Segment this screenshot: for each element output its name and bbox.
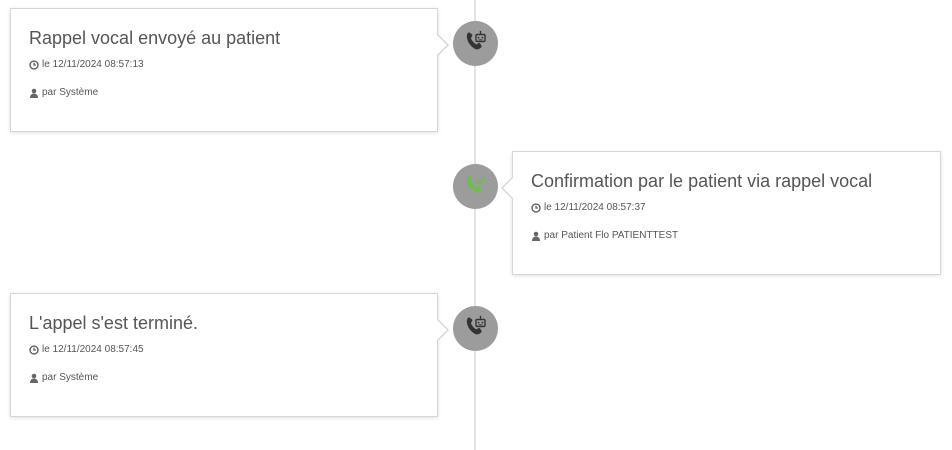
user-icon <box>531 231 541 241</box>
event-badge <box>453 164 498 209</box>
phone-check-icon <box>464 172 488 201</box>
timeline-event-card: Confirmation par le patient via rappel v… <box>501 151 941 275</box>
event-author: par Système <box>29 86 419 100</box>
timeline-line <box>474 0 476 450</box>
card-pointer <box>436 33 449 57</box>
timeline-event-card: L'appel s'est terminé. le 12/11/2024 08:… <box>10 293 449 417</box>
card-pointer <box>501 176 514 200</box>
clock-icon <box>531 203 541 213</box>
event-author-text: par Système <box>42 87 99 98</box>
clock-icon <box>29 60 39 70</box>
phone-robot-icon <box>464 314 488 343</box>
timeline-event-card: Rappel vocal envoyé au patient le 12/11/… <box>10 8 449 132</box>
user-icon <box>29 373 39 383</box>
event-badge <box>453 21 498 66</box>
event-author-text: par Système <box>42 372 99 383</box>
user-icon <box>29 88 39 98</box>
event-author: par Patient Flo PATIENTTEST <box>531 229 922 243</box>
event-date-text: le 12/11/2024 08:57:45 <box>42 344 144 355</box>
event-title: L'appel s'est terminé. <box>29 313 198 333</box>
event-author-text: par Patient Flo PATIENTTEST <box>544 230 679 241</box>
phone-robot-icon <box>464 29 488 58</box>
event-date: le 12/11/2024 08:57:45 <box>29 343 419 357</box>
event-date-text: le 12/11/2024 08:57:13 <box>42 59 144 70</box>
event-author: par Système <box>29 371 419 385</box>
event-date: le 12/11/2024 08:57:13 <box>29 58 419 72</box>
event-title: Rappel vocal envoyé au patient <box>29 28 281 48</box>
event-title: Confirmation par le patient via rappel v… <box>531 171 873 191</box>
clock-icon <box>29 345 39 355</box>
card-pointer <box>436 318 449 342</box>
event-date-text: le 12/11/2024 08:57:37 <box>544 202 646 213</box>
event-badge <box>453 306 498 351</box>
event-date: le 12/11/2024 08:57:37 <box>531 201 922 215</box>
